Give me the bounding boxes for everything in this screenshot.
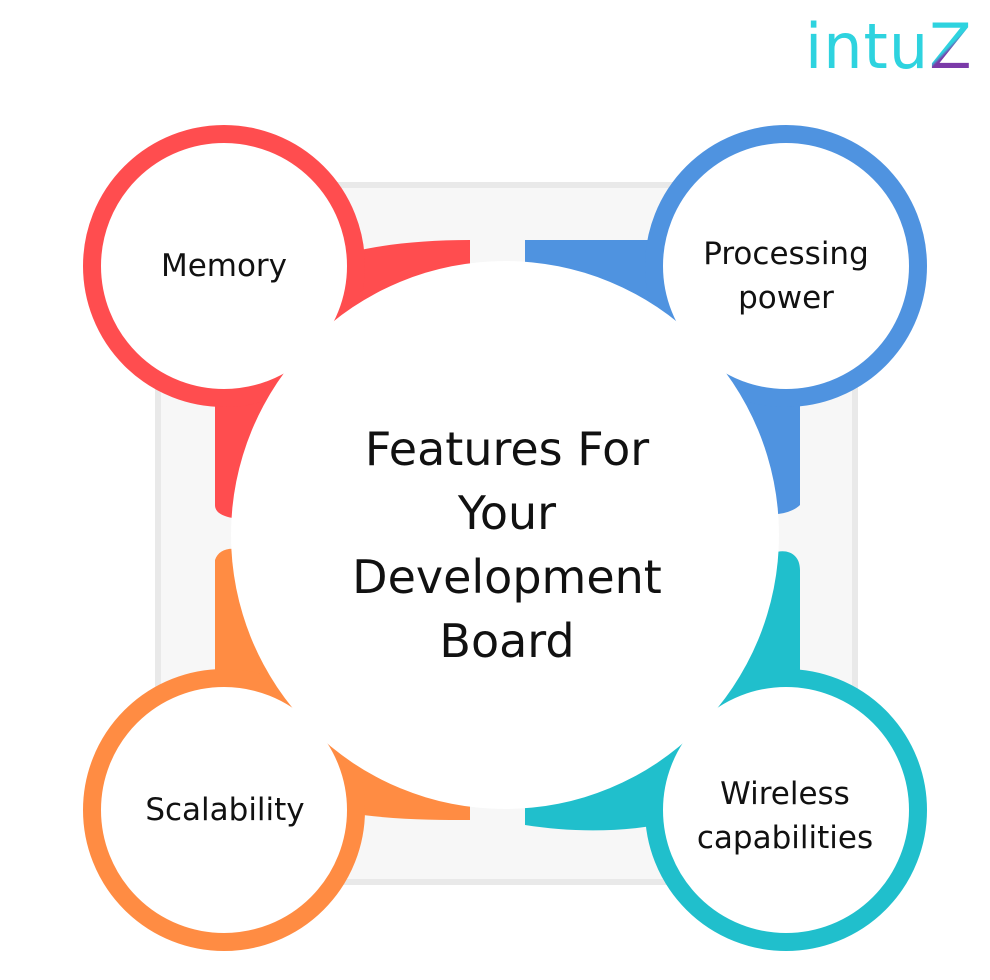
wireless-capabilities-label: Wireless capabilities <box>696 776 874 856</box>
processing-power-circle <box>645 125 927 407</box>
center-circle <box>231 261 779 809</box>
scalability-circle <box>83 669 365 951</box>
memory-label: Memory <box>160 248 288 284</box>
logo-text-end: Z <box>929 9 973 83</box>
logo-text-main: intu <box>805 9 930 83</box>
wireless-capabilities-circle <box>645 669 927 951</box>
scalability-label: Scalability <box>145 792 305 828</box>
memory-circle <box>83 125 365 407</box>
center-title: Features For Your Development Board <box>352 422 662 668</box>
processing-power-label: Processing power <box>703 236 869 316</box>
